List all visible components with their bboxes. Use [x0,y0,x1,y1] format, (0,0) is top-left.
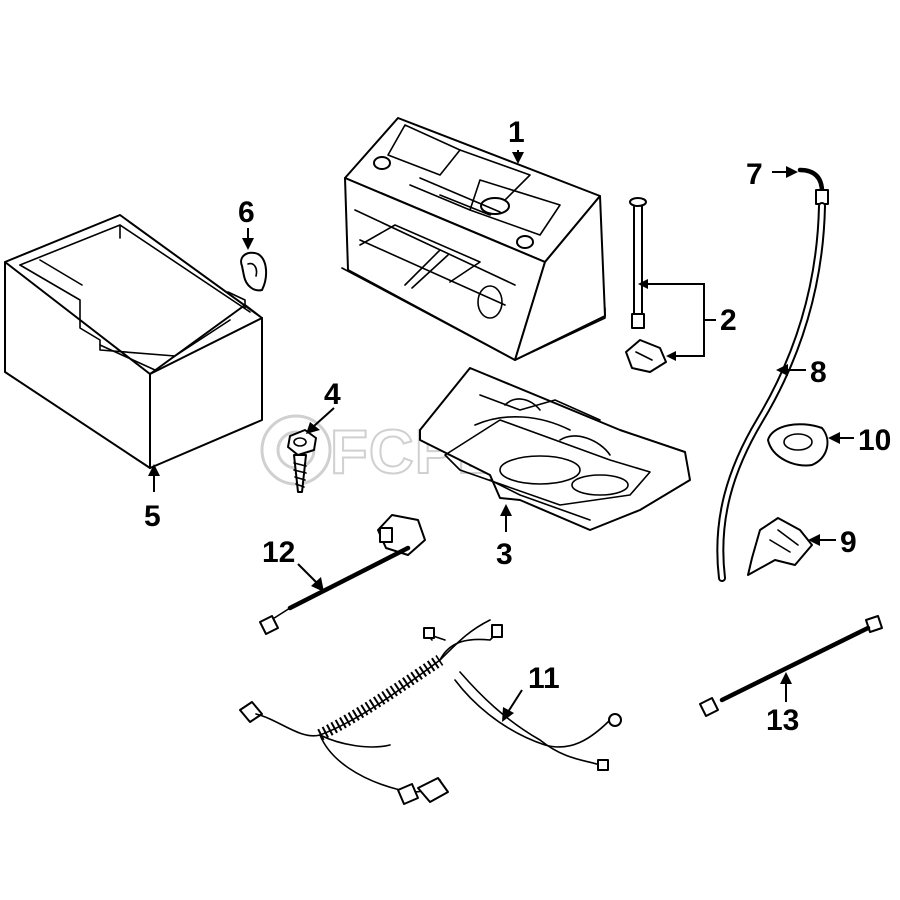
battery-support [419,367,691,531]
callout-2: 2 [720,304,737,337]
callout-10: 10 [858,424,891,457]
callout-7: 7 [746,158,763,191]
callout-3: 3 [496,538,513,571]
battery-cable-12 [259,514,426,635]
callout-11: 11 [528,662,560,695]
callout-1: 1 [508,116,525,149]
wiring-harness [239,619,622,805]
screw [287,429,317,493]
callout-9: 9 [840,526,857,559]
callout-4: 4 [324,378,341,411]
clip-part [240,251,268,292]
ground-strap [699,615,883,717]
callout-13: 13 [766,704,799,737]
bracket-clip [747,517,813,576]
grommet [767,423,829,467]
hold-down-bolt [625,197,667,373]
callout-6: 6 [238,196,255,229]
callout-5: 5 [144,500,161,533]
vent-hose [716,202,827,582]
battery-tray-box [4,214,263,469]
callout-8: 8 [810,356,827,389]
vent-elbow [797,167,829,205]
callout-12: 12 [262,536,295,569]
callout-labels: 1 2 3 4 5 6 7 8 9 10 11 12 13 [144,116,891,737]
battery [341,117,606,361]
leader-lines [148,150,854,722]
